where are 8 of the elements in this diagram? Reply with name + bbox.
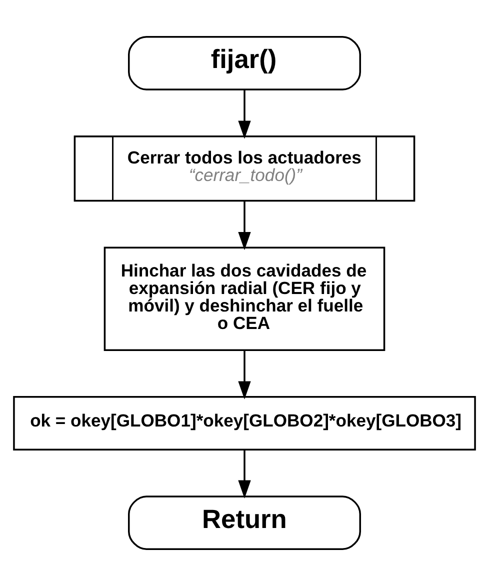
arrow (238, 200, 251, 250)
arrow (238, 90, 251, 139)
arrow (238, 450, 251, 498)
node-box: ok = okey[GLOBO1]*okey[GLOBO2]*okey[GLOBO3] (13, 396, 476, 450)
arrow (238, 350, 251, 400)
node-box: Return (128, 496, 361, 550)
node-box: fijar() (128, 36, 361, 90)
node-box: Hinchar las dos cavidades de expansión radial (CER fijo y móvil) y deshinchar el fuelle o CEA (104, 246, 386, 351)
